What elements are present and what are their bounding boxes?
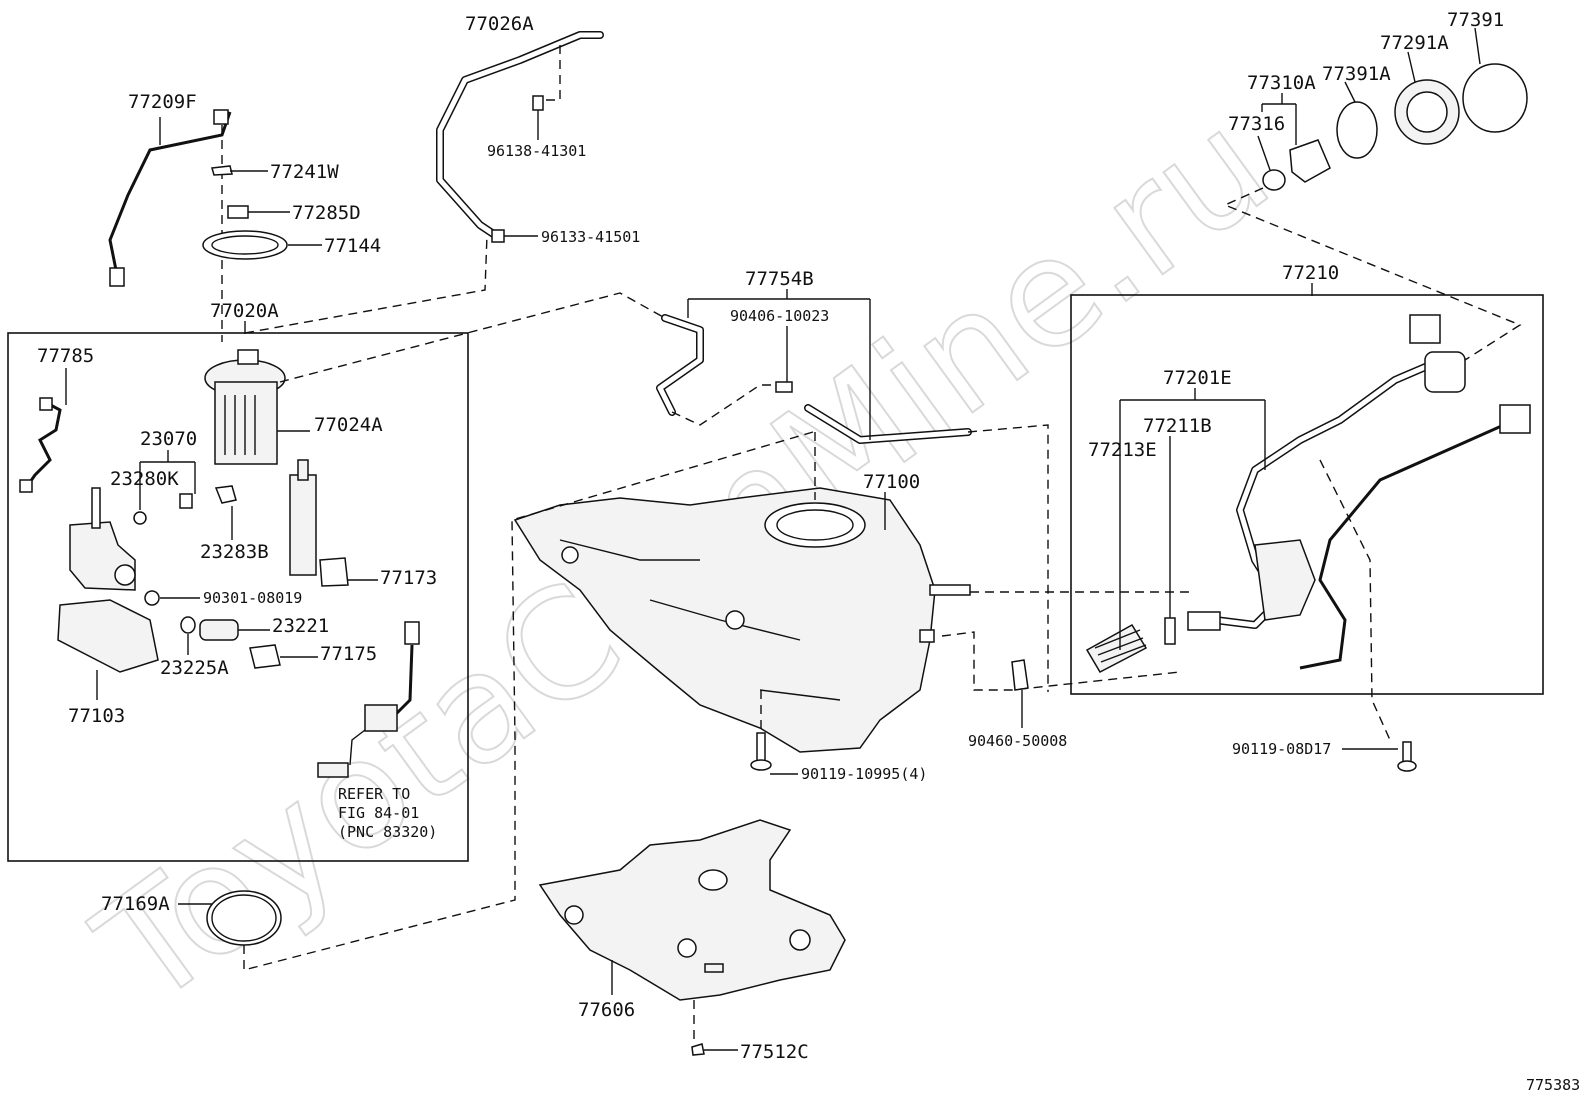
valve-23280K <box>179 493 193 509</box>
label-77103: 77103 <box>68 705 125 727</box>
label-23070: 23070 <box>140 428 197 450</box>
filler-pipe-77201E <box>1211 314 1466 629</box>
connector-77285D <box>227 205 249 219</box>
tank-protector-77606 <box>538 819 846 1001</box>
ring-77391 <box>1462 63 1528 133</box>
pump-module-box <box>7 332 469 862</box>
label-77210: 77210 <box>1282 262 1339 284</box>
hose-77754B <box>656 314 972 444</box>
label-23221: 23221 <box>272 615 329 637</box>
clip-77241W <box>211 165 233 176</box>
fuel-sender-gauge <box>317 621 420 778</box>
filter-assembly-23070 <box>69 487 136 591</box>
label-90301-08019: 90301-08019 <box>203 589 302 607</box>
label-96138-41301: 96138-41301 <box>487 142 586 160</box>
label-23283B: 23283B <box>200 541 269 563</box>
label-90119-08D17: 90119-08D17 <box>1232 740 1331 758</box>
hose-end <box>1187 611 1221 631</box>
label-77100: 77100 <box>863 471 920 493</box>
clip-77512C <box>691 1043 705 1056</box>
leader-77310A <box>1261 93 1297 145</box>
label-77024A: 77024A <box>314 414 383 436</box>
fuel-tank-77100 <box>513 487 971 753</box>
pump-housing-77103 <box>57 599 159 673</box>
label-77754B: 77754B <box>745 268 814 290</box>
label-77201E: 77201E <box>1163 367 1232 389</box>
label-77606: 77606 <box>578 999 635 1021</box>
label-90406-10023: 90406-10023 <box>730 307 829 325</box>
filter-23225A <box>180 616 196 634</box>
sender-arm-77173 <box>289 459 349 587</box>
label-77291A: 77291A <box>1380 32 1449 54</box>
label-77785: 77785 <box>37 345 94 367</box>
label-23280K: 23280K <box>110 468 179 490</box>
label-77173: 77173 <box>380 567 437 589</box>
label-96133-41501: 96133-41501 <box>541 228 640 246</box>
label-90119-10995: 90119-10995(4) <box>801 765 927 783</box>
leader-77201E <box>1119 388 1266 650</box>
fuel-cap-77310A <box>1289 139 1331 183</box>
leader-77754B <box>687 289 871 440</box>
label-77241W: 77241W <box>270 161 339 183</box>
bolt-90119-08D17 <box>1397 741 1417 772</box>
label-77391: 77391 <box>1447 9 1504 31</box>
vent-tube-77026A <box>436 31 604 239</box>
leader-77316 <box>1257 135 1271 171</box>
label-77211B: 77211B <box>1143 415 1212 437</box>
label-refer-pnc: (PNC 83320) <box>338 823 437 841</box>
label-77316: 77316 <box>1228 113 1285 135</box>
dashed-pump-to-77026A <box>244 234 488 334</box>
diagram-number: 775383 <box>1526 1076 1580 1094</box>
fuel-pump-23221 <box>199 619 239 641</box>
o-ring-90301-08019 <box>144 590 160 606</box>
label-77213E: 77213E <box>1088 439 1157 461</box>
retainer-ring-77144 <box>202 230 288 260</box>
clamp-77211B <box>1164 617 1176 645</box>
gasket-77169A <box>206 890 282 946</box>
o-ring-23280K <box>133 511 147 525</box>
wire-harness-77209F <box>108 109 232 287</box>
leader-77391A <box>1344 81 1356 103</box>
label-77020A: 77020A <box>210 300 279 322</box>
clamp-96138-41301 <box>532 95 544 111</box>
dashed-tank-to-clip <box>941 631 1181 691</box>
leader-77391 <box>1474 27 1481 65</box>
label-77144: 77144 <box>324 235 381 257</box>
dashed-cap-to-pipe <box>1223 187 1522 361</box>
hose-77213E <box>1085 623 1148 673</box>
bolt-90119-10995 <box>750 732 772 771</box>
leader-23070 <box>139 450 196 510</box>
clamp-96133-41501 <box>491 229 505 243</box>
gasket-77316 <box>1262 169 1286 191</box>
label-77169A: 77169A <box>101 893 170 915</box>
bracket-23283B <box>214 485 237 504</box>
dashed-hose-to-pipe <box>967 424 1049 692</box>
dashed-hose-link <box>671 384 776 426</box>
label-77391A: 77391A <box>1322 63 1391 85</box>
filler-neck-77291A <box>1394 79 1460 145</box>
label-77310A: 77310A <box>1247 72 1316 94</box>
dashed-77026A-clamp <box>540 45 561 101</box>
label-refer-to: REFER TO <box>338 785 410 803</box>
clip-90460-50008 <box>1011 659 1029 691</box>
label-77512C: 77512C <box>740 1041 809 1063</box>
label-90460-50008: 90460-50008 <box>968 732 1067 750</box>
sender-wire-77785 <box>19 397 62 493</box>
cushion-77175 <box>249 644 281 669</box>
label-77175: 77175 <box>320 643 377 665</box>
ring-77391A <box>1336 101 1378 159</box>
label-77026A: 77026A <box>465 13 534 35</box>
dashed-filler-bolt <box>1319 459 1391 741</box>
label-23225A: 23225A <box>160 657 229 679</box>
leader-77291A <box>1407 51 1416 83</box>
breather-line <box>1299 404 1531 670</box>
label-77209F: 77209F <box>128 91 197 113</box>
fuel-pump-module-77024A <box>204 349 286 465</box>
filler-pipe-box <box>1070 294 1544 695</box>
label-refer-fig: FIG 84-01 <box>338 804 419 822</box>
label-77285D: 77285D <box>292 202 361 224</box>
dashed-pump-to-hose <box>279 292 666 383</box>
